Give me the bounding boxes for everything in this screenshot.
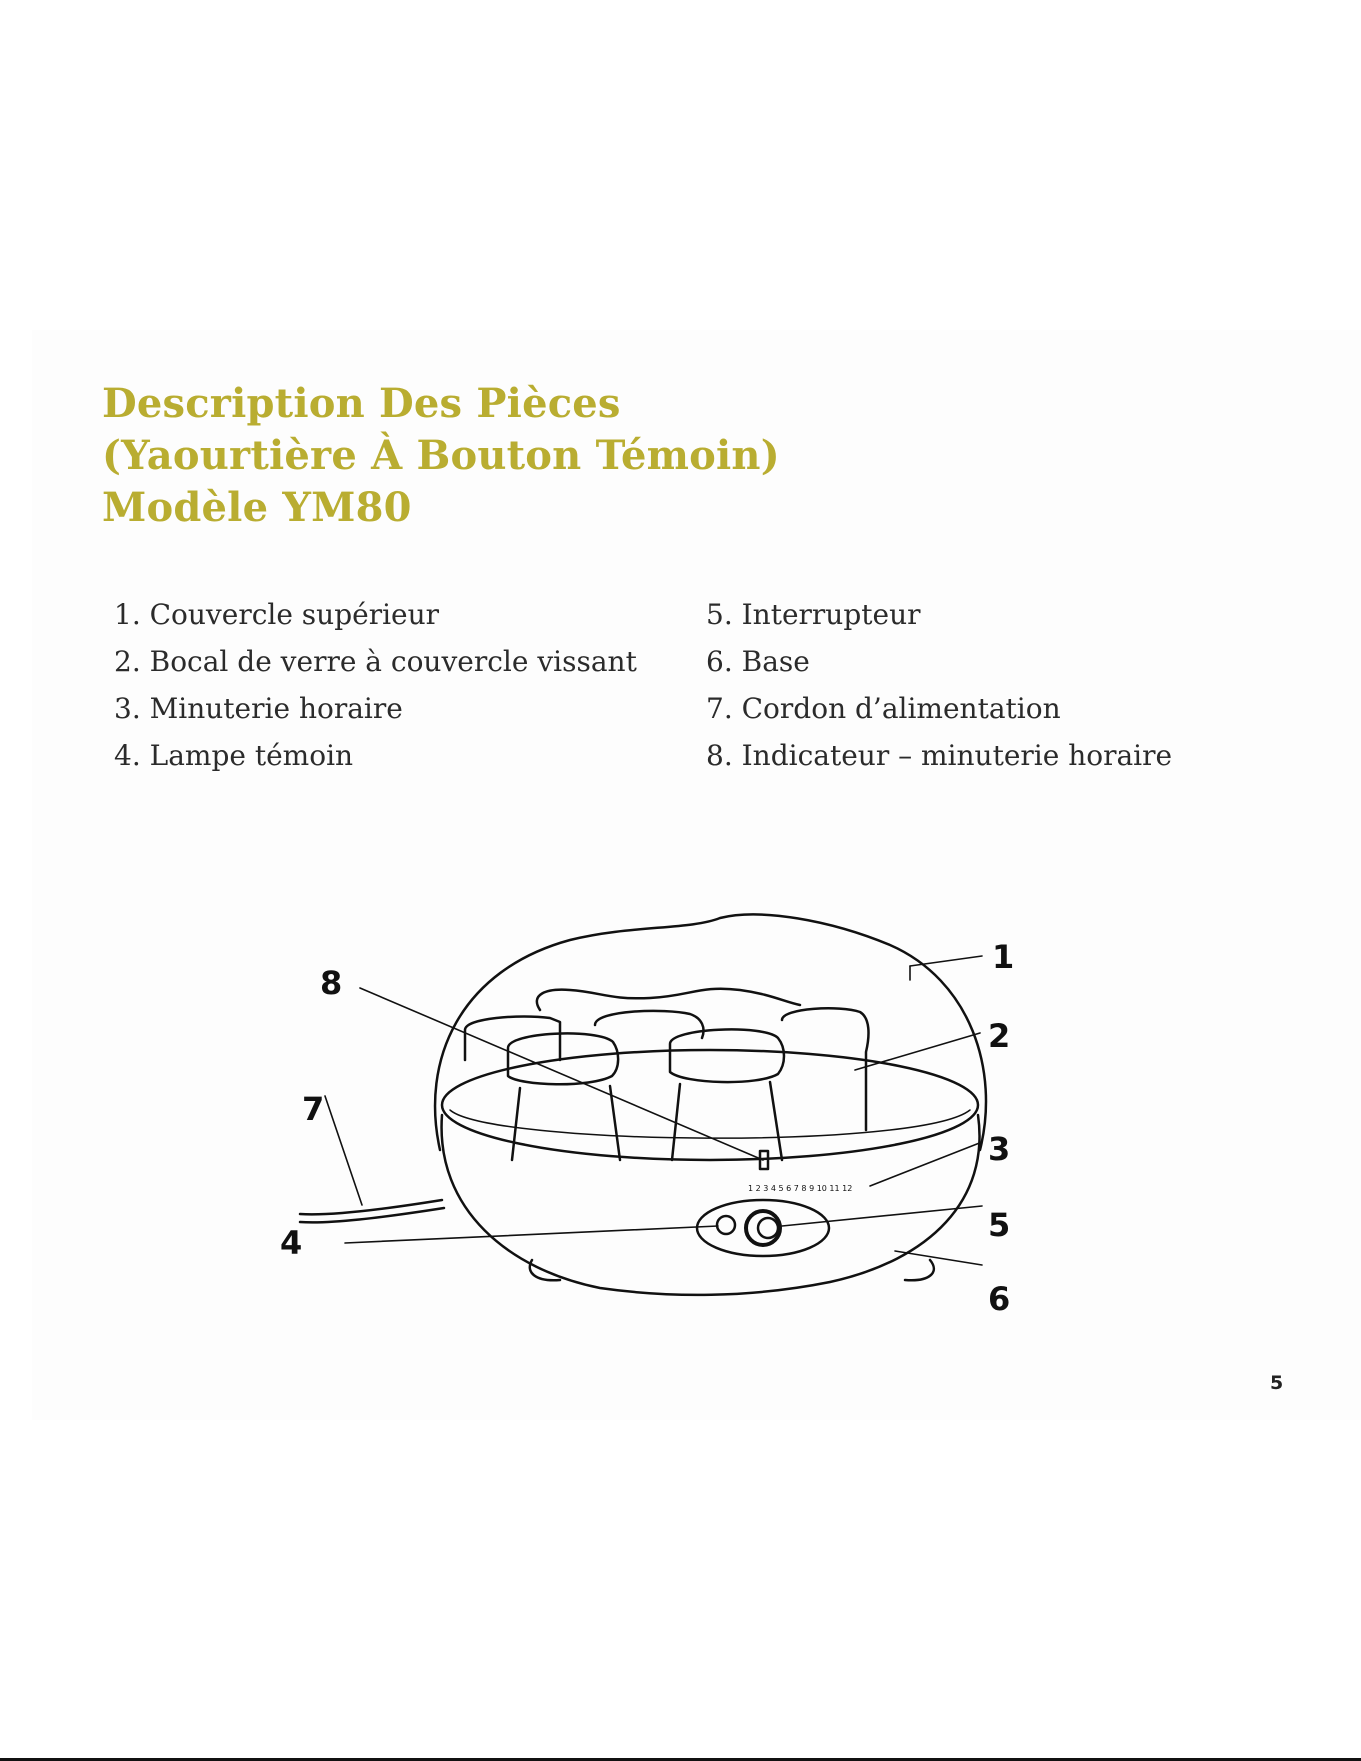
title-line-3: Modèle YM80	[102, 482, 780, 534]
timer-scale: 1 2 3 4 5 6 7 8 9 10 11 12	[748, 1184, 852, 1193]
part-item-5: 5. Interrupteur	[706, 591, 1172, 638]
page-title: Description Des Pièces (Yaourtière À Bou…	[102, 378, 780, 534]
base-rim-inner	[450, 1110, 970, 1138]
part-item-7: 7. Cordon d’alimentation	[706, 685, 1172, 732]
callout-4: 4	[280, 1224, 302, 1262]
lid-handle	[537, 989, 800, 1010]
yogurt-maker-diagram: 1 2 3 4 5 6 7 8 9 10 11 12 1 2 3 4 5 6 7…	[270, 910, 1060, 1350]
base-rim	[442, 1050, 978, 1160]
jar-front-left-body	[512, 1086, 620, 1160]
jar-front-right-body	[672, 1082, 782, 1160]
callout-8: 8	[320, 964, 342, 1002]
parts-list-left: 1. Couvercle supérieur 2. Bocal de verre…	[114, 591, 637, 779]
switch-knob	[746, 1211, 780, 1245]
callout-3: 3	[988, 1130, 1010, 1168]
part-item-4: 4. Lampe témoin	[114, 732, 637, 779]
callout-1: 1	[992, 938, 1014, 976]
part-item-1: 1. Couvercle supérieur	[114, 591, 637, 638]
foot-right	[905, 1260, 934, 1280]
callout-7: 7	[302, 1090, 324, 1128]
callout-5: 5	[988, 1206, 1010, 1244]
part-item-3: 3. Minuterie horaire	[114, 685, 637, 732]
page-number: 5	[1270, 1372, 1283, 1394]
jar-front-right-lid	[670, 1029, 784, 1082]
part-item-6: 6. Base	[706, 638, 1172, 685]
part-item-8: 8. Indicateur – minuterie horaire	[706, 732, 1172, 779]
callout-2: 2	[988, 1017, 1010, 1055]
base-body	[442, 1115, 980, 1295]
indicator-light	[717, 1216, 735, 1234]
title-line-1: Description Des Pièces	[102, 378, 780, 430]
callout-6: 6	[988, 1280, 1010, 1318]
title-line-2: (Yaourtière À Bouton Témoin)	[102, 430, 780, 482]
parts-list-right: 5. Interrupteur 6. Base 7. Cordon d’alim…	[706, 591, 1172, 779]
part-item-2: 2. Bocal de verre à couvercle vissant	[114, 638, 637, 685]
